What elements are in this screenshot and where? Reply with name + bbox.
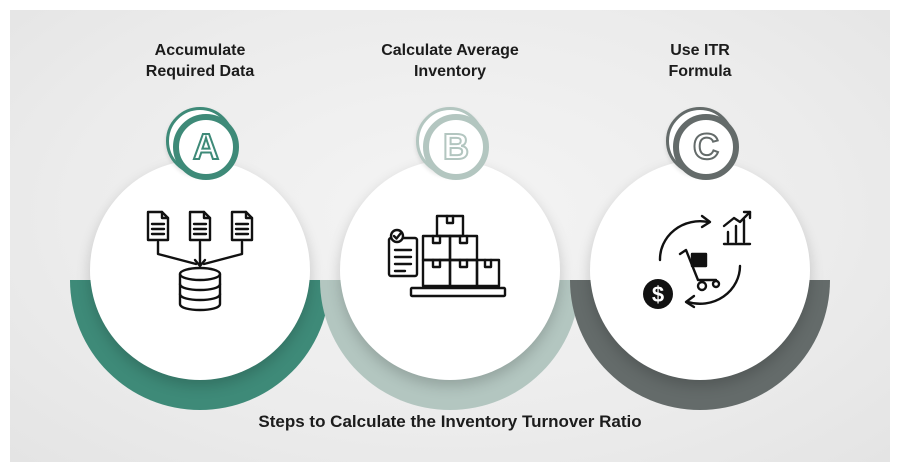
step-c: Use ITR Formula C	[570, 10, 830, 462]
step-b: Calculate Average Inventory B	[320, 10, 580, 462]
growth-chart-icon	[722, 210, 752, 246]
document-icon	[230, 210, 254, 242]
step-b-title-line1: Calculate Average	[381, 42, 519, 59]
step-a-disc	[90, 160, 310, 380]
step-c-disc	[590, 160, 810, 380]
step-a-badge: A	[166, 107, 239, 180]
step-a-title: Accumulate Required Data	[70, 40, 330, 82]
document-icon	[146, 210, 170, 242]
step-b-letter: B	[423, 114, 489, 180]
step-c-title: Use ITR Formula	[570, 40, 830, 82]
cart-icon	[678, 248, 721, 292]
box-icon	[448, 234, 479, 262]
step-c-badge: C	[666, 107, 739, 180]
step-c-letter: C	[673, 114, 739, 180]
step-b-title-line2: Inventory	[413, 63, 486, 80]
database-icon	[178, 266, 222, 312]
clipboard-icon	[387, 228, 419, 278]
box-icon	[421, 234, 452, 262]
footer-title: Steps to Calculate the Inventory Turnove…	[258, 412, 642, 431]
documents-to-database-icon	[146, 210, 254, 312]
step-a: Accumulate Required Data A	[70, 10, 330, 462]
box-icon	[421, 258, 452, 288]
step-a-letter: A	[173, 114, 239, 180]
infographic-canvas: Accumulate Required Data A	[10, 10, 890, 462]
dollar-coin-icon: $	[643, 279, 673, 309]
box-icon	[448, 258, 479, 288]
stacked-boxes-checklist-icon	[387, 214, 507, 298]
step-c-title-line2: Formula	[668, 63, 732, 80]
box-icon	[475, 258, 501, 288]
step-a-title-line2: Required Data	[145, 63, 255, 80]
step-c-title-line1: Use ITR	[670, 42, 730, 59]
step-a-title-line1: Accumulate	[154, 42, 246, 59]
box-icon	[435, 214, 465, 238]
svg-text:$: $	[652, 282, 664, 307]
step-b-badge: B	[416, 107, 489, 180]
step-b-title: Calculate Average Inventory	[320, 40, 580, 82]
document-icon	[188, 210, 212, 242]
dollar-cycle-cart-growth-icon: $	[643, 210, 752, 309]
